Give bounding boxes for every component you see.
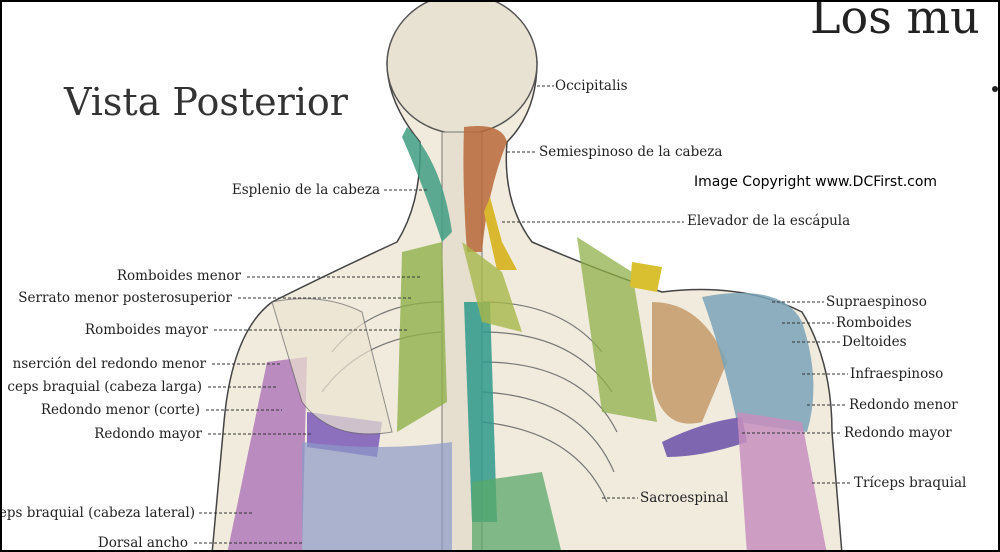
label-romboides-menor: Romboides menor (117, 268, 241, 284)
label-infraespinoso: Infraespinoso (850, 366, 943, 382)
label-esplenio: Esplenio de la cabeza (232, 182, 380, 198)
label-dorsal-ancho: Dorsal ancho (98, 535, 188, 551)
label-redondo-menor-corte: Redondo menor (corte) (41, 402, 200, 418)
label-occipitalis: Occipitalis (555, 78, 628, 94)
label-triceps-larga: ceps braquial (cabeza larga) (7, 379, 202, 395)
label-redondo-mayor-left: Redondo mayor (94, 426, 202, 442)
label-triceps-braquial: Tríceps braquial (854, 475, 966, 491)
dorsal-ancho-muscle (302, 442, 452, 552)
label-supraespinoso: Supraespinoso (826, 294, 927, 310)
label-romboides-mayor: Romboides mayor (85, 322, 208, 338)
view-title: Vista Posterior (64, 80, 348, 124)
skull (387, 2, 537, 134)
page-title-partial: Los mu (810, 0, 980, 44)
label-semiespinoso: Semiespinoso de la cabeza (539, 144, 722, 160)
supraespinoso-muscle (630, 262, 662, 292)
label-redondo-mayor-right: Redondo mayor (844, 425, 952, 441)
title-fragment-dot (992, 86, 998, 92)
copyright-notice: Image Copyright www.DCFirst.com (694, 174, 937, 190)
label-triceps-lateral: ríceps braquial (cabeza lateral) (0, 505, 195, 521)
label-romboides-right: Romboides (836, 315, 912, 331)
label-sacroespinal: Sacroespinal (640, 490, 728, 506)
label-deltoides: Deltoides (842, 334, 907, 350)
label-insercion-redondo: nserción del redondo menor (13, 356, 206, 372)
romboides-left (397, 242, 447, 432)
label-redondo-menor-right: Redondo menor (849, 397, 958, 413)
label-serrato-menor: Serrato menor posterosuperior (18, 290, 232, 306)
label-elevador: Elevador de la escápula (687, 213, 850, 229)
